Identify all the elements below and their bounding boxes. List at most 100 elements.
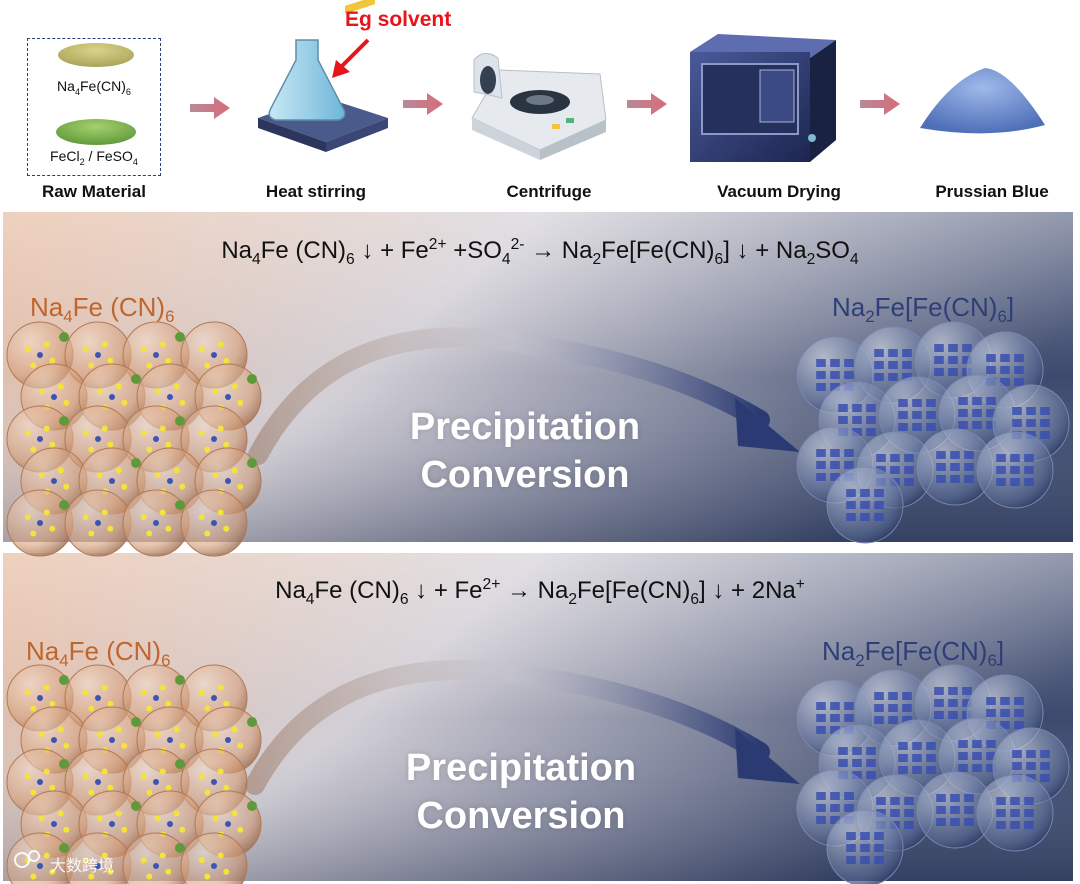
fe-center-dot xyxy=(211,779,217,785)
centrifuge-icon xyxy=(471,53,607,160)
na-ion-dot xyxy=(204,362,211,369)
na-ion-dot xyxy=(217,425,224,432)
na-ion-dot xyxy=(140,857,147,864)
flow-arrow-2 xyxy=(403,93,443,115)
fe2-ion-dot xyxy=(59,675,69,685)
na-ion-dot xyxy=(88,446,95,453)
fe-center-dot xyxy=(167,478,173,484)
na-ion-dot xyxy=(204,789,211,796)
na-ion-dot xyxy=(49,868,56,875)
step-label-prussian-blue: Prussian Blue xyxy=(935,182,1049,201)
na-ion-dot xyxy=(204,873,211,880)
na-ion-dot xyxy=(24,430,31,437)
fe-center-dot xyxy=(109,478,115,484)
raw-material-1: Na4Fe(CN)6 xyxy=(57,78,131,97)
fe-center-dot xyxy=(37,520,43,526)
crystal-lattice xyxy=(958,740,996,772)
na-ion-dot xyxy=(101,768,108,775)
crystal-lattice xyxy=(846,832,884,864)
fe-center-dot xyxy=(211,520,217,526)
na-ion-dot xyxy=(24,689,31,696)
fe-center-dot xyxy=(51,821,57,827)
crystal-lattice xyxy=(936,451,974,483)
na-ion-dot xyxy=(49,700,56,707)
na-ion-dot xyxy=(173,810,180,817)
na-ion-dot xyxy=(43,341,50,348)
conversion-arrow-1 xyxy=(248,327,800,465)
na-ion-dot xyxy=(63,826,70,833)
fe2-ion-dot xyxy=(175,416,185,426)
crystal-lattice xyxy=(874,349,912,381)
fe-center-dot xyxy=(95,863,101,869)
crystal-lattice xyxy=(996,454,1034,486)
na-ion-dot xyxy=(231,726,238,733)
fe-center-dot xyxy=(225,737,231,743)
na-ion-dot xyxy=(223,525,230,532)
fe2-ion-dot xyxy=(175,675,185,685)
na-ion-dot xyxy=(115,467,122,474)
na-ion-dot xyxy=(49,441,56,448)
crystal-lattice xyxy=(874,692,912,724)
na-ion-dot xyxy=(159,509,166,516)
equation-2: Na4Fe (CN)6 ↓ + Fe2+ → Na2Fe[Fe(CN)6] ↓ … xyxy=(275,576,805,608)
na-ion-dot xyxy=(217,852,224,859)
na-ion-dot xyxy=(165,784,172,791)
fe2-ion-dot xyxy=(175,332,185,342)
panel-2-left-label: Na4Fe (CN)6 xyxy=(26,636,171,671)
fe-center-dot xyxy=(37,863,43,869)
na-ion-dot xyxy=(57,726,64,733)
na-ion-dot xyxy=(101,684,108,691)
na-ion-dot xyxy=(179,399,186,406)
na-ion-dot xyxy=(165,525,172,532)
na-ion-dot xyxy=(30,873,37,880)
fe2-ion-dot xyxy=(247,374,257,384)
na-ion-dot xyxy=(140,773,147,780)
na-ion-dot xyxy=(101,509,108,516)
na-ion-dot xyxy=(49,784,56,791)
na-ion-dot xyxy=(121,742,128,749)
raw-material-box xyxy=(27,38,161,176)
fe-center-dot xyxy=(37,436,43,442)
na-ion-dot xyxy=(101,341,108,348)
na-ion-dot xyxy=(49,525,56,532)
watermark-text: 大数跨境 xyxy=(50,858,115,875)
fe2-ion-dot xyxy=(247,717,257,727)
na-ion-dot xyxy=(38,731,45,738)
na-ion-dot xyxy=(88,789,95,796)
fe2-ion-dot xyxy=(59,843,69,853)
na-ion-dot xyxy=(146,789,153,796)
na-ion-dot xyxy=(121,399,128,406)
fe-center-dot xyxy=(153,436,159,442)
fe-center-dot xyxy=(109,821,115,827)
na-ion-dot xyxy=(82,857,89,864)
crystal-lattice xyxy=(934,687,972,719)
na-ion-dot xyxy=(198,346,205,353)
fe-center-dot xyxy=(225,478,231,484)
na-ion-dot xyxy=(212,731,219,738)
na-ion-dot xyxy=(198,689,205,696)
fe-center-dot xyxy=(211,436,217,442)
na-ion-dot xyxy=(237,399,244,406)
na-ion-dot xyxy=(115,726,122,733)
na-ion-dot xyxy=(121,826,128,833)
na-ion-dot xyxy=(49,357,56,364)
na-ion-dot xyxy=(198,430,205,437)
na-ion-dot xyxy=(82,689,89,696)
na-ion-dot xyxy=(212,472,219,479)
fe-center-dot xyxy=(225,394,231,400)
fe-center-dot xyxy=(167,737,173,743)
fe-center-dot xyxy=(109,737,115,743)
na-ion-dot xyxy=(63,399,70,406)
flow-arrow-4 xyxy=(860,93,900,115)
panel-2-right-label: Na2Fe[Fe(CN)6] xyxy=(822,636,1005,671)
fe-center-dot xyxy=(167,394,173,400)
na-ion-dot xyxy=(154,388,161,395)
na-ion-dot xyxy=(223,784,230,791)
na-ion-dot xyxy=(115,383,122,390)
na-ion-dot xyxy=(57,810,64,817)
fe-center-dot xyxy=(167,821,173,827)
na-ion-dot xyxy=(204,446,211,453)
